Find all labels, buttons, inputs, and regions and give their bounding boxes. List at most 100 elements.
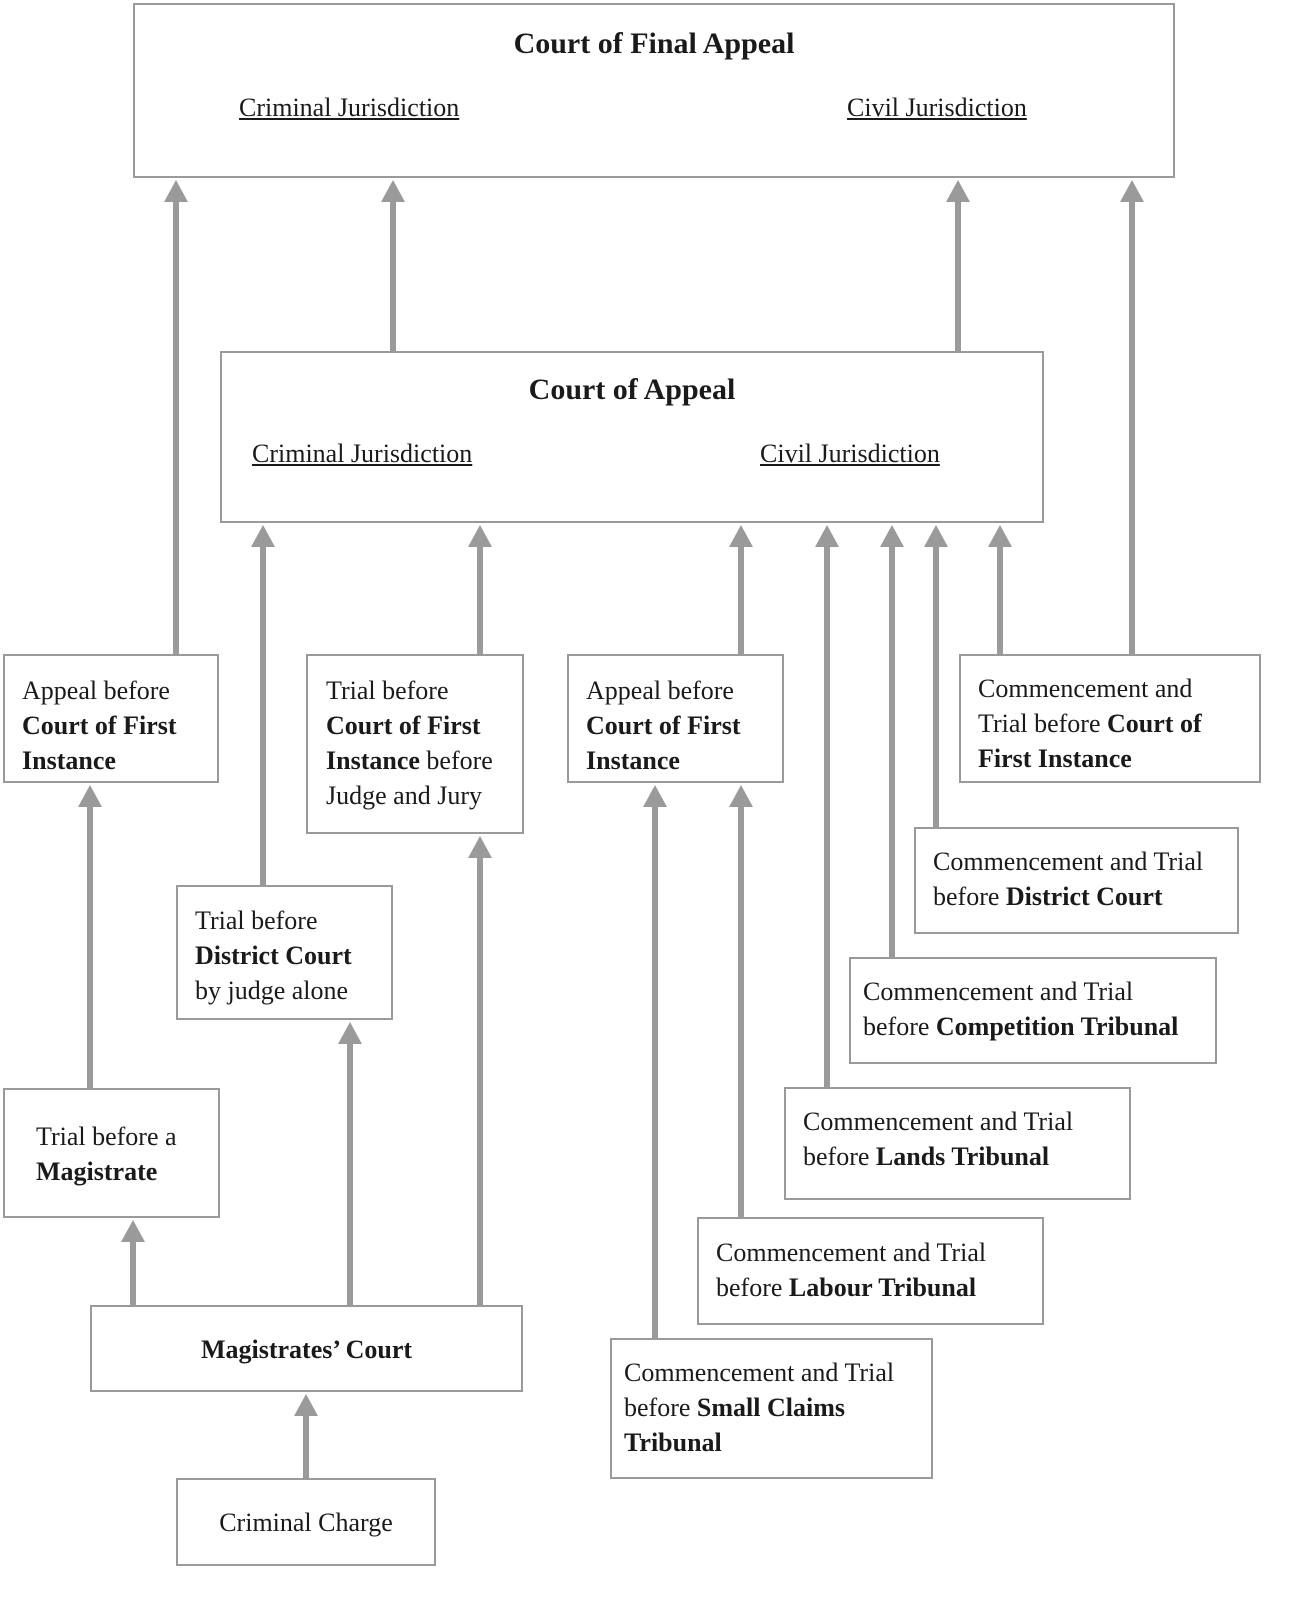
court-of-appeal-title: Court of Appeal bbox=[528, 373, 736, 406]
court-of-final-appeal-box: Court of Final Appeal Criminal Jurisdict… bbox=[133, 3, 1175, 178]
trial-magistrate-line2: Magistrate bbox=[36, 1157, 158, 1186]
criminal-appeal-cfi-line2: Court of First bbox=[22, 711, 177, 740]
arrow-criminal-appeal-cfi-to-final-head bbox=[164, 180, 188, 202]
commence-district-line2-bold: District Court bbox=[1005, 882, 1163, 911]
commence-small-claims-line1: Commencement and Trial bbox=[624, 1358, 895, 1387]
arrow-lands-to-appeal-head bbox=[815, 525, 839, 547]
appeal-criminal-jurisdiction: Criminal Jurisdiction bbox=[252, 439, 473, 468]
trial-district-line2: District Court bbox=[195, 941, 352, 970]
commence-labour-line2-bold: Labour Tribunal bbox=[788, 1273, 977, 1302]
arrow-civil-appeal-cfi-to-appeal-head bbox=[729, 525, 753, 547]
commence-labour-line1: Commencement and Trial bbox=[716, 1238, 987, 1267]
arrow-small-claims-to-civil-appeal bbox=[643, 785, 667, 1338]
trial-cfi-jury-box: Trial before Court of First Instance bef… bbox=[306, 654, 524, 834]
magistrates-court-box: Magistrates’ Court bbox=[90, 1305, 523, 1392]
arrow-appeal-criminal-to-final bbox=[381, 180, 405, 351]
arrow-competition-to-appeal bbox=[880, 525, 904, 957]
arrow-trial-magistrate-to-criminal-appeal-head bbox=[78, 785, 102, 807]
commence-cfi-line2-normal: Trial before bbox=[978, 709, 1108, 738]
commence-labour-text: Commencement and Trial before Labour Tri… bbox=[716, 1235, 986, 1305]
arrow-small-claims-to-civil-appeal-head bbox=[643, 785, 667, 807]
trial-magistrate-box: Trial before a Magistrate bbox=[3, 1088, 220, 1218]
trial-district-box: Trial before District Court by judge alo… bbox=[176, 885, 393, 1020]
commence-lands-line2-bold: Lands Tribunal bbox=[875, 1142, 1050, 1171]
commence-competition-line1: Commencement and Trial bbox=[863, 977, 1134, 1006]
civil-appeal-cfi-box: Appeal before Court of First Instance bbox=[567, 654, 784, 783]
arrow-district-civil-to-appeal bbox=[924, 525, 948, 827]
arrow-competition-to-appeal-head bbox=[880, 525, 904, 547]
arrow-magistrates-to-trial-cfi-jury-head bbox=[468, 836, 492, 858]
arrow-magistrates-to-trial-district-head bbox=[338, 1022, 362, 1044]
commence-labour-line2-normal: before bbox=[716, 1273, 789, 1302]
commence-district-text: Commencement and Trial before District C… bbox=[933, 844, 1203, 914]
arrow-appeal-civil-to-final-head bbox=[946, 180, 970, 202]
trial-district-text: Trial before District Court by judge alo… bbox=[195, 903, 352, 1008]
arrow-charge-to-magistrates-head bbox=[294, 1394, 318, 1416]
arrow-trial-magistrate-to-criminal-appeal bbox=[78, 785, 102, 1088]
arrow-commence-cfi-to-final-head bbox=[1120, 180, 1144, 202]
trial-magistrate-text: Trial before a Magistrate bbox=[36, 1119, 177, 1189]
arrow-criminal-appeal-cfi-to-final bbox=[164, 180, 188, 654]
arrow-lands-to-appeal bbox=[815, 525, 839, 1087]
civil-appeal-cfi-line1: Appeal before bbox=[586, 676, 734, 705]
appeal-civil-jurisdiction: Civil Jurisdiction bbox=[760, 439, 940, 468]
commence-lands-text: Commencement and Trial before Lands Trib… bbox=[803, 1104, 1073, 1174]
civil-appeal-cfi-text: Appeal before Court of First Instance bbox=[586, 673, 741, 778]
commence-small-claims-box: Commencement and Trial before Small Clai… bbox=[610, 1338, 933, 1479]
arrow-trial-district-to-appeal bbox=[251, 525, 275, 885]
commence-small-claims-line2-bold: Small Claims bbox=[696, 1393, 845, 1422]
arrow-magistrates-to-trial-magistrate bbox=[121, 1220, 145, 1305]
criminal-appeal-cfi-line3: Instance bbox=[22, 746, 116, 775]
trial-cfi-jury-text: Trial before Court of First Instance bef… bbox=[326, 673, 493, 813]
criminal-appeal-cfi-box: Appeal before Court of First Instance bbox=[3, 654, 219, 783]
commence-lands-box: Commencement and Trial before Lands Trib… bbox=[784, 1087, 1131, 1200]
arrow-civil-appeal-cfi-to-appeal bbox=[729, 525, 753, 654]
arrow-trial-cfi-jury-to-appeal bbox=[468, 525, 492, 654]
commence-district-line1: Commencement and Trial bbox=[933, 847, 1204, 876]
arrow-trial-district-to-appeal-head bbox=[251, 525, 275, 547]
civil-appeal-cfi-line3: Instance bbox=[586, 746, 680, 775]
commence-small-claims-line3: Tribunal bbox=[624, 1428, 722, 1457]
trial-district-line1: Trial before bbox=[195, 906, 318, 935]
arrow-commence-cfi-to-appeal bbox=[988, 525, 1012, 654]
magistrates-court-title: Magistrates’ Court bbox=[200, 1335, 413, 1364]
arrow-magistrates-to-trial-district bbox=[338, 1022, 362, 1305]
commence-competition-text: Commencement and Trial before Competitio… bbox=[863, 974, 1178, 1044]
commence-cfi-line1: Commencement and bbox=[978, 674, 1193, 703]
arrow-district-civil-to-appeal-head bbox=[924, 525, 948, 547]
arrow-commence-cfi-to-appeal-head bbox=[988, 525, 1012, 547]
arrow-appeal-civil-to-final bbox=[946, 180, 970, 351]
commence-cfi-text: Commencement and Trial before Court of F… bbox=[978, 671, 1202, 776]
trial-district-line3: by judge alone bbox=[195, 976, 349, 1005]
arrow-commence-cfi-to-final bbox=[1120, 180, 1144, 654]
trial-cfi-jury-line2: Court of First bbox=[326, 711, 481, 740]
commence-cfi-line2-bold: Court of bbox=[1107, 709, 1202, 738]
commence-cfi-line3: First Instance bbox=[978, 744, 1132, 773]
arrow-trial-cfi-jury-to-appeal-head bbox=[468, 525, 492, 547]
trial-cfi-jury-line1: Trial before bbox=[326, 676, 449, 705]
trial-cfi-jury-line3-bold: Instance bbox=[326, 746, 420, 775]
final-appeal-civil-jurisdiction: Civil Jurisdiction bbox=[847, 93, 1027, 122]
trial-cfi-jury-line4: Judge and Jury bbox=[326, 781, 482, 810]
arrow-labour-to-civil-appeal-head bbox=[729, 785, 753, 807]
arrow-charge-to-magistrates bbox=[294, 1394, 318, 1478]
criminal-charge-box: Criminal Charge bbox=[176, 1478, 436, 1566]
commence-labour-box: Commencement and Trial before Labour Tri… bbox=[697, 1217, 1044, 1325]
final-appeal-criminal-jurisdiction: Criminal Jurisdiction bbox=[239, 93, 460, 122]
arrow-magistrates-to-trial-magistrate-head bbox=[121, 1220, 145, 1242]
civil-appeal-cfi-line2: Court of First bbox=[586, 711, 741, 740]
arrow-magistrates-to-trial-cfi-jury bbox=[468, 836, 492, 1305]
trial-cfi-jury-line3-normal: before bbox=[419, 746, 493, 775]
commence-cfi-box: Commencement and Trial before Court of F… bbox=[959, 654, 1261, 783]
commence-district-box: Commencement and Trial before District C… bbox=[914, 827, 1239, 934]
criminal-appeal-cfi-text: Appeal before Court of First Instance bbox=[22, 673, 177, 778]
commence-small-claims-line2-normal: before bbox=[624, 1393, 697, 1422]
court-of-appeal-box: Court of Appeal Criminal Jurisdiction Ci… bbox=[220, 351, 1044, 523]
commence-district-line2-normal: before bbox=[933, 882, 1006, 911]
arrow-appeal-criminal-to-final-head bbox=[381, 180, 405, 202]
criminal-charge-title: Criminal Charge bbox=[219, 1508, 393, 1537]
commence-lands-line2-normal: before bbox=[803, 1142, 876, 1171]
commence-competition-box: Commencement and Trial before Competitio… bbox=[849, 957, 1217, 1064]
court-of-final-appeal-title: Court of Final Appeal bbox=[513, 27, 795, 60]
